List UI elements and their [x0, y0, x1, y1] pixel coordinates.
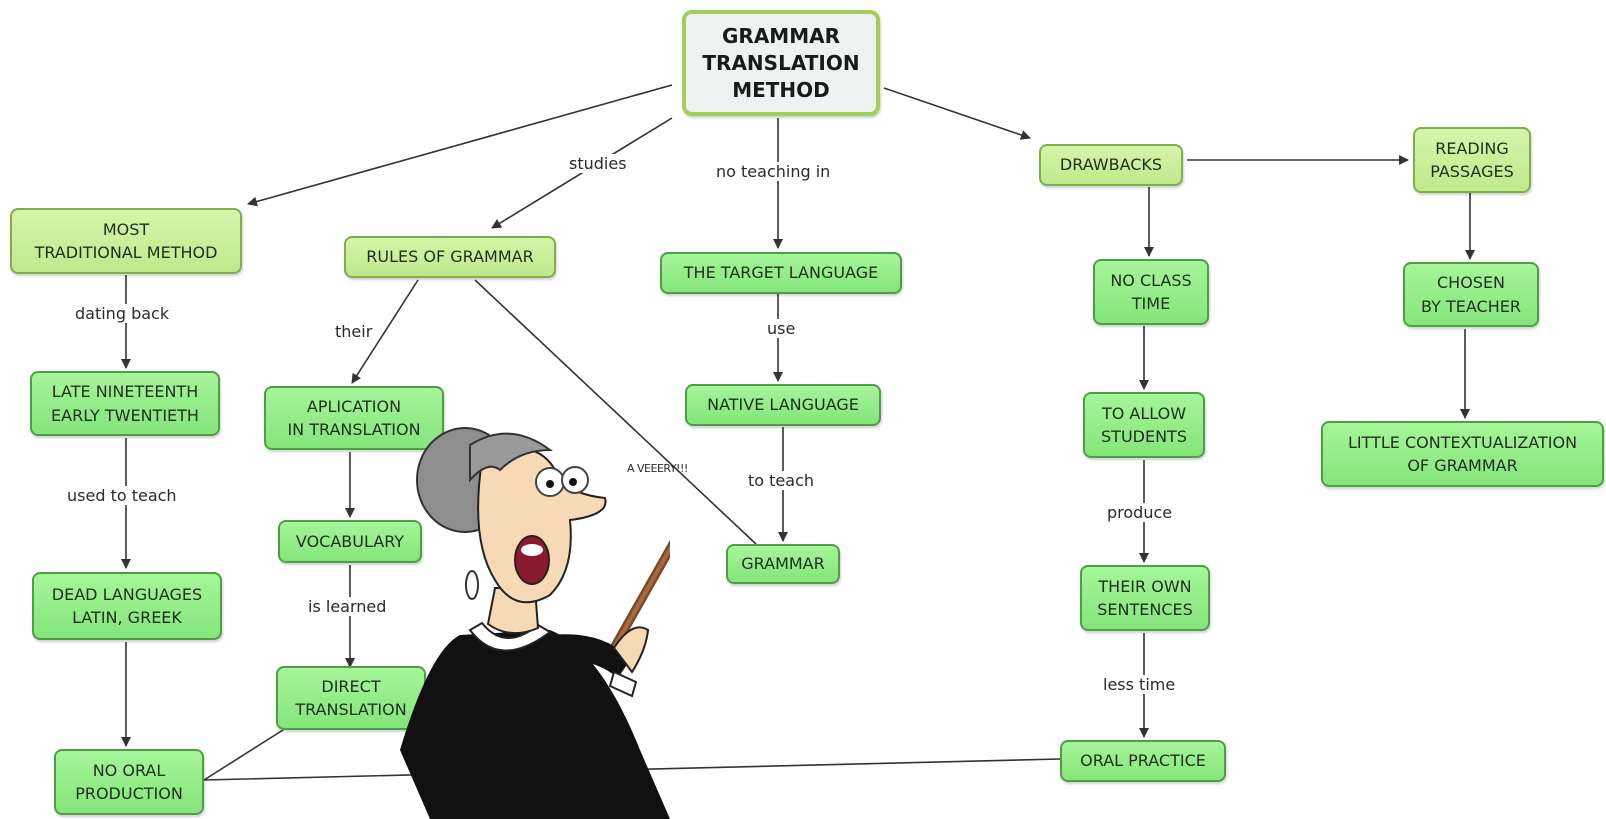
label-less-time: less time [1100, 675, 1179, 694]
node-native-language: NATIVE LANGUAGE [685, 384, 881, 426]
dress [400, 630, 670, 819]
node-oral-practice: ORAL PRACTICE [1060, 740, 1226, 782]
connector-title-to-most-traditional [247, 84, 673, 207]
label-is-learned: is learned [305, 597, 390, 616]
node-direct-translation: DIRECT TRANSLATION [276, 666, 426, 730]
earring [465, 570, 479, 600]
collar [468, 621, 552, 652]
hand [612, 626, 650, 674]
node-late-nineteenth: LATE NINETEENTH EARLY TWENTIETH [30, 371, 220, 436]
node-target-language: THE TARGET LANGUAGE [660, 252, 902, 294]
node-vocabulary: VOCABULARY [278, 520, 422, 563]
label-studies: studies [566, 154, 630, 173]
node-grammar: GRAMMAR [726, 544, 840, 584]
connector-title-to-drawbacks [883, 87, 1031, 140]
pointer-stick [605, 539, 670, 660]
teacher-cartoon-illustration [400, 427, 670, 819]
open-mouth [514, 535, 550, 585]
node-chosen-by-teacher: CHOSEN BY TEACHER [1403, 262, 1539, 327]
node-their-own-sentences: THEIR OWN SENTENCES [1080, 565, 1210, 631]
node-little-contextualization: LITTLE CONTEXTUALIZATION OF GRAMMAR [1321, 421, 1604, 487]
node-aplication: APLICATION IN TRANSLATION [264, 386, 444, 450]
connector-title-to-rules [491, 117, 673, 229]
label-used-to-teach: used to teach [64, 486, 180, 505]
label-to-teach: to teach [745, 471, 818, 490]
label-their: their [332, 322, 376, 341]
connector-rules-to-grammar [474, 279, 757, 545]
label-produce: produce [1104, 503, 1176, 522]
label-a-veeery: A VEEERY!!! [627, 462, 688, 475]
node-rules-of-grammar: RULES OF GRAMMAR [344, 236, 556, 278]
node-most-traditional: MOST TRADITIONAL METHOD [10, 208, 242, 274]
label-dating-back: dating back [72, 304, 173, 323]
label-no-teaching-in: no teaching in [713, 162, 834, 181]
node-drawbacks: DRAWBACKS [1039, 144, 1183, 186]
connector-direct-to-no-oral [203, 729, 284, 781]
title-node: GRAMMAR TRANSLATION METHOD [682, 10, 880, 116]
node-dead-languages: DEAD LANGUAGES LATIN, GREEK [32, 572, 222, 640]
connector-rules-to-aplication [351, 279, 419, 384]
raised-arm [550, 634, 630, 678]
node-reading-passages: READING PASSAGES [1413, 127, 1531, 193]
node-no-class-time: NO CLASS TIME [1093, 259, 1209, 325]
node-no-oral-production: NO ORAL PRODUCTION [54, 749, 204, 815]
label-use: use [764, 319, 799, 338]
node-to-allow-students: TO ALLOW STUDENTS [1083, 392, 1205, 458]
